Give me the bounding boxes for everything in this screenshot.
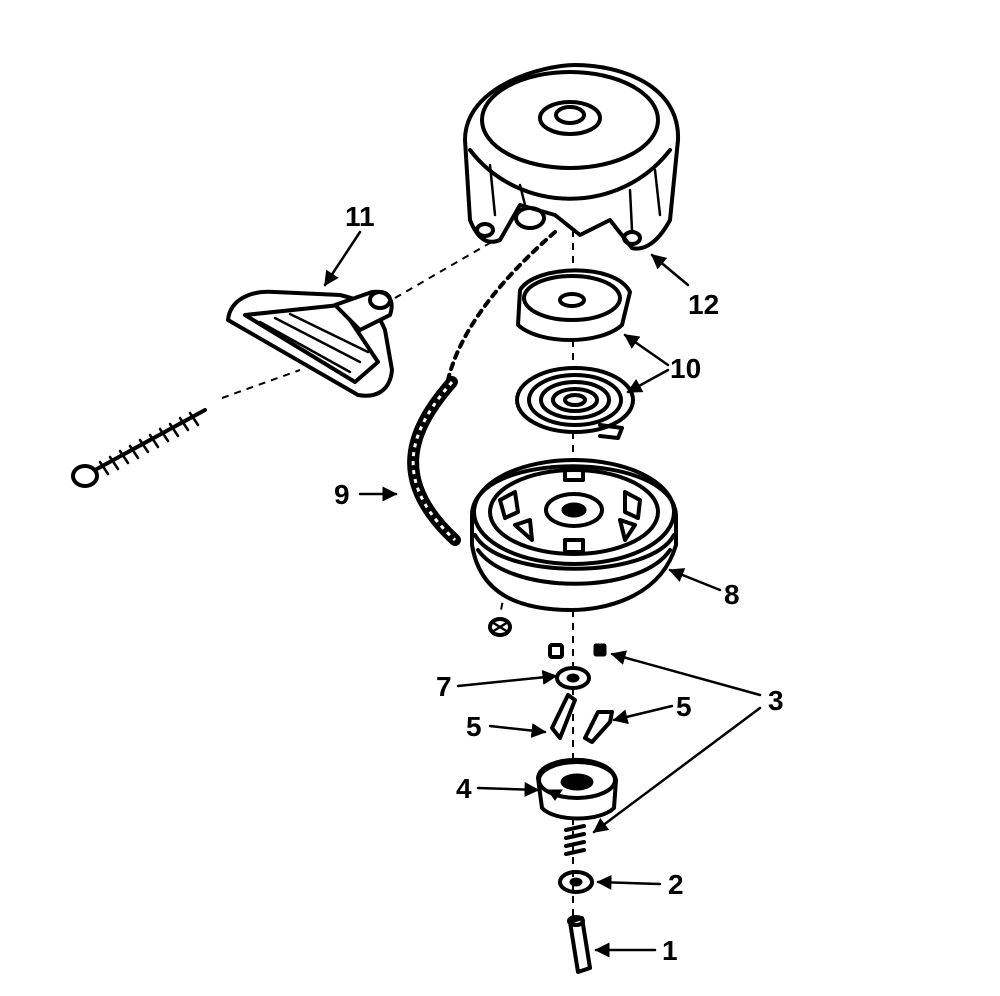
part-handle-screw [71, 408, 207, 488]
part-starter-rope [407, 230, 557, 546]
callout-10: 10 [670, 353, 701, 384]
callout-5-left: 5 [466, 711, 482, 742]
part-pawl-plate [536, 757, 618, 821]
part-handle [226, 289, 394, 398]
part-spring-retainer [516, 268, 632, 342]
part-washer-bottom [558, 870, 594, 894]
part-rope-knot [488, 617, 512, 637]
part-rewind-spring [515, 366, 635, 440]
part-spring-small [564, 824, 586, 856]
callout-12: 12 [688, 289, 719, 320]
callout-1: 1 [662, 935, 678, 966]
callout-11: 11 [345, 201, 375, 232]
part-housing [463, 63, 681, 251]
callout-3: 3 [768, 685, 784, 716]
callout-2: 2 [668, 869, 684, 900]
callout-4: 4 [456, 773, 472, 804]
callout-labels: 1 2 3 4 5 5 7 8 9 10 11 12 [334, 201, 784, 966]
callout-8: 8 [724, 579, 740, 610]
part-pawl-left [550, 693, 577, 740]
part-pulley [470, 458, 678, 612]
part-pin [567, 915, 592, 974]
part-pawl-right [583, 710, 614, 744]
part-clips [548, 643, 607, 659]
part-washer-top [555, 666, 591, 690]
callout-5-right: 5 [676, 691, 692, 722]
callout-leaders [323, 230, 762, 958]
callout-9: 9 [334, 479, 350, 510]
callout-7: 7 [436, 671, 452, 702]
